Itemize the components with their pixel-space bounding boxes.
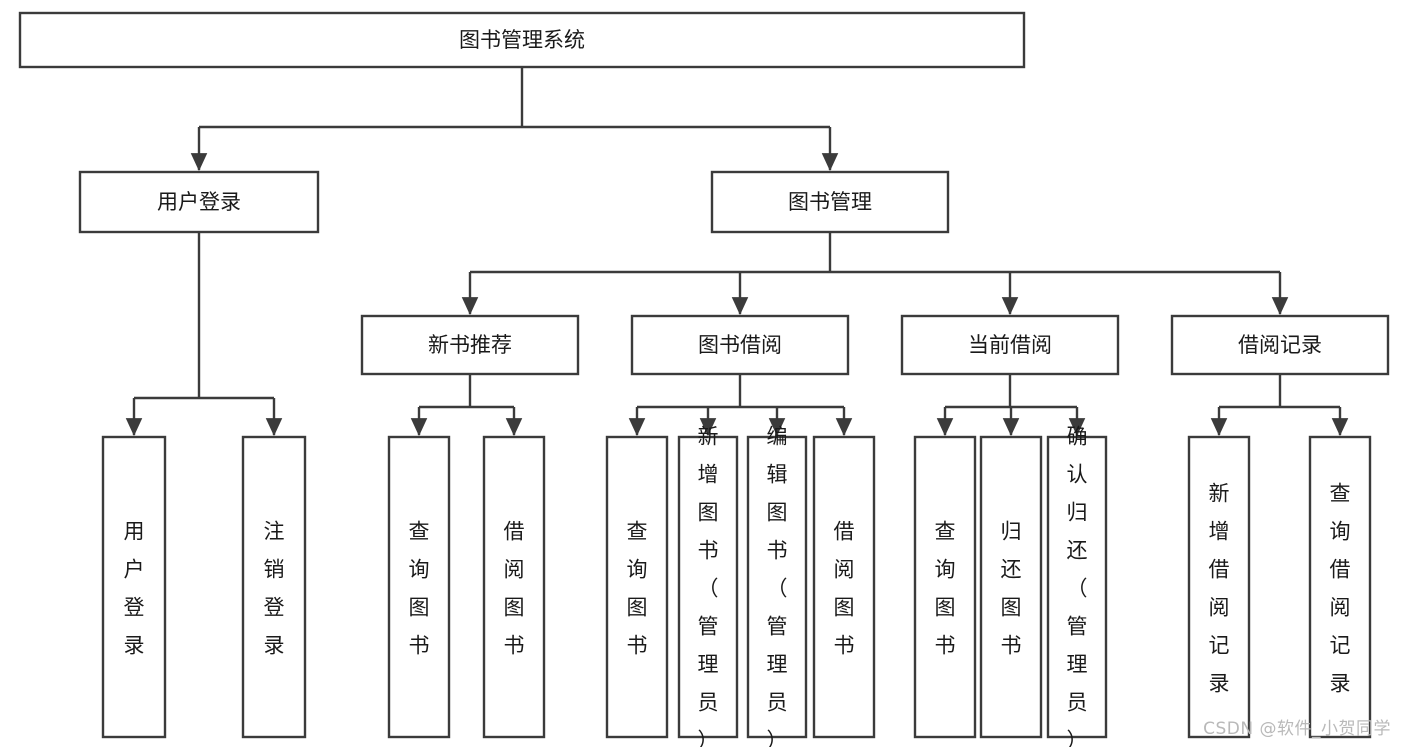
node-box-user-login bbox=[78, 170, 320, 234]
node-label-current-borrow: 当前借阅 bbox=[968, 333, 1052, 357]
node-box-leaf-borrow-book-2 bbox=[812, 435, 876, 739]
node-book-borrow[interactable]: 图书借阅 bbox=[630, 314, 850, 376]
node-box-leaf-confirm-return bbox=[1046, 435, 1108, 739]
node-book-management[interactable]: 图书管理 bbox=[710, 170, 950, 234]
node-label-new-book-recommend: 新书推荐 bbox=[428, 333, 512, 357]
node-borrow-records[interactable]: 借阅记录 bbox=[1170, 314, 1390, 376]
node-leaf-confirm-return[interactable]: 确认归还（管理员） bbox=[1046, 424, 1108, 747]
node-box-new-book-recommend bbox=[360, 314, 580, 376]
node-label-leaf-borrow-book-1: 借阅图书 bbox=[504, 519, 525, 657]
node-box-leaf-query-book-3 bbox=[913, 435, 977, 739]
csdn-watermark: CSDN @软件_小贺同学 bbox=[1203, 719, 1391, 739]
node-leaf-add-book[interactable]: 新增图书（管理员） bbox=[677, 424, 739, 747]
node-leaf-logout[interactable]: 注销登录 bbox=[241, 435, 307, 739]
node-leaf-query-book-1[interactable]: 查询图书 bbox=[387, 435, 451, 739]
node-current-borrow[interactable]: 当前借阅 bbox=[900, 314, 1120, 376]
node-leaf-return-book[interactable]: 归还图书 bbox=[979, 435, 1043, 739]
node-box-leaf-return-book bbox=[979, 435, 1043, 739]
node-label-leaf-query-book-2: 查询图书 bbox=[627, 519, 648, 657]
node-leaf-borrow-book-2[interactable]: 借阅图书 bbox=[812, 435, 876, 739]
node-leaf-add-record[interactable]: 新增借阅记录 bbox=[1187, 435, 1251, 739]
node-boxes: 图书管理系统用户登录图书管理新书推荐图书借阅当前借阅借阅记录用户登录注销登录查询… bbox=[18, 11, 1390, 747]
node-label-book-management: 图书管理 bbox=[788, 190, 872, 214]
node-user-login[interactable]: 用户登录 bbox=[78, 170, 320, 234]
node-box-borrow-records bbox=[1170, 314, 1390, 376]
node-label-leaf-return-book: 归还图书 bbox=[1001, 519, 1022, 657]
node-box-book-borrow bbox=[630, 314, 850, 376]
node-label-root: 图书管理系统 bbox=[459, 28, 585, 52]
node-label-user-login: 用户登录 bbox=[157, 190, 241, 214]
node-label-leaf-confirm-return: 确认归还（管理员） bbox=[1067, 424, 1088, 747]
node-root[interactable]: 图书管理系统 bbox=[18, 11, 1026, 69]
node-box-leaf-query-record bbox=[1308, 435, 1372, 739]
node-box-leaf-edit-book bbox=[746, 435, 808, 739]
node-box-book-management bbox=[710, 170, 950, 234]
node-leaf-user-login[interactable]: 用户登录 bbox=[101, 435, 167, 739]
node-leaf-query-book-2[interactable]: 查询图书 bbox=[605, 435, 669, 739]
node-box-root bbox=[18, 11, 1026, 69]
node-label-leaf-borrow-book-2: 借阅图书 bbox=[834, 519, 855, 657]
node-box-leaf-add-book bbox=[677, 435, 739, 739]
node-box-leaf-query-book-2 bbox=[605, 435, 669, 739]
node-box-leaf-query-book-1 bbox=[387, 435, 451, 739]
node-box-leaf-logout bbox=[241, 435, 307, 739]
node-box-leaf-borrow-book-1 bbox=[482, 435, 546, 739]
node-box-current-borrow bbox=[900, 314, 1120, 376]
node-label-leaf-add-record: 新增借阅记录 bbox=[1209, 481, 1230, 695]
node-label-borrow-records: 借阅记录 bbox=[1238, 333, 1322, 357]
node-leaf-borrow-book-1[interactable]: 借阅图书 bbox=[482, 435, 546, 739]
connector-lines bbox=[125, 67, 1349, 437]
node-label-leaf-query-book-1: 查询图书 bbox=[409, 519, 430, 657]
node-label-leaf-query-book-3: 查询图书 bbox=[935, 519, 956, 657]
node-label-leaf-query-record: 查询借阅记录 bbox=[1330, 481, 1351, 695]
node-leaf-query-record[interactable]: 查询借阅记录 bbox=[1308, 435, 1372, 739]
node-new-book-recommend[interactable]: 新书推荐 bbox=[360, 314, 580, 376]
node-box-leaf-user-login bbox=[101, 435, 167, 739]
node-label-leaf-user-login: 用户登录 bbox=[124, 519, 145, 657]
node-label-leaf-add-book: 新增图书（管理员） bbox=[698, 424, 719, 747]
node-box-leaf-add-record bbox=[1187, 435, 1251, 739]
node-leaf-edit-book[interactable]: 编辑图书（管理员） bbox=[746, 424, 808, 747]
node-leaf-query-book-3[interactable]: 查询图书 bbox=[913, 435, 977, 739]
node-label-leaf-edit-book: 编辑图书（管理员） bbox=[767, 424, 788, 747]
node-label-book-borrow: 图书借阅 bbox=[698, 333, 782, 357]
node-label-leaf-logout: 注销登录 bbox=[264, 519, 285, 657]
